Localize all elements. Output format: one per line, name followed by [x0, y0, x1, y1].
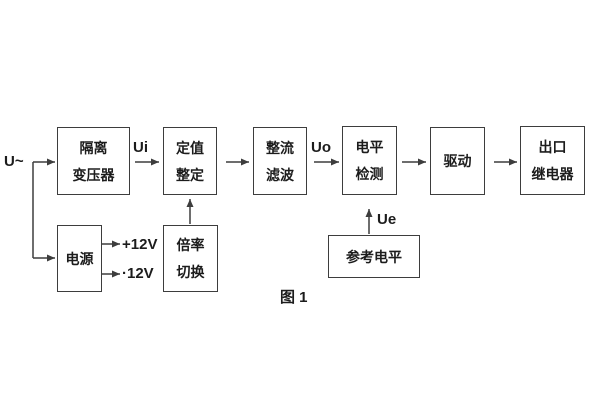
block-isolation-transformer: 隔离 变压器 [57, 127, 130, 195]
block-label: 定值 [176, 139, 204, 156]
block-label: 变压器 [72, 166, 115, 183]
block-label: 继电器 [531, 166, 574, 182]
block-power-supply: 电源 [57, 225, 102, 292]
block-ratio-switch: 倍率 切换 [163, 225, 218, 292]
block-output-relay: 出口 继电器 [520, 126, 585, 195]
block-reference-level: 参考电平 [328, 235, 420, 278]
block-label: 出口 [538, 139, 567, 155]
block-label: 电源 [65, 250, 94, 267]
figure-caption: 图 1 [280, 289, 308, 306]
block-label: 电平 [355, 139, 384, 155]
block-label: 滤波 [266, 166, 294, 183]
uo-signal-label: Uo [311, 139, 331, 156]
input-signal-label: U~ [4, 153, 24, 170]
block-setpoint-setting: 定值 整定 [163, 127, 217, 195]
block-driver: 驱动 [430, 127, 485, 195]
block-rectifier-filter: 整流 滤波 [253, 127, 307, 195]
block-label: 切换 [176, 264, 205, 280]
block-level-detection: 电平 检测 [342, 126, 397, 195]
positive-rail-label: +12V [122, 236, 158, 253]
block-label: 整流 [266, 139, 294, 156]
negative-rail-label: ·12V [122, 265, 154, 282]
block-label: 参考电平 [346, 248, 402, 265]
block-label: 整定 [176, 166, 204, 183]
block-label: 倍率 [176, 237, 205, 253]
block-label: 检测 [355, 166, 384, 182]
block-label: 驱动 [443, 153, 472, 169]
ue-signal-label: Ue [377, 211, 397, 228]
ui-signal-label: Ui [133, 139, 148, 156]
block-label: 隔离 [79, 139, 108, 156]
